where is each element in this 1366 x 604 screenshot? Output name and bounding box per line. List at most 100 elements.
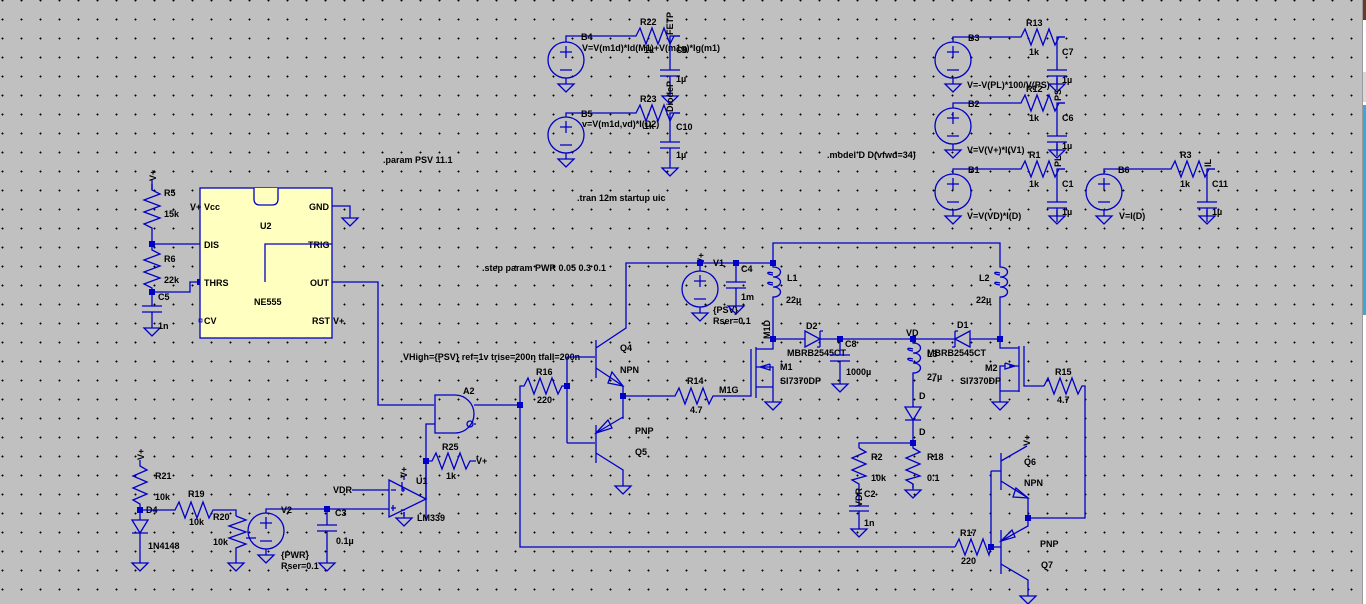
u1-comparator[interactable]: V+ U1 LM339 <box>388 467 445 527</box>
u2-ne555[interactable]: V+ Vcc DIS THRS CV GND TRIG OUT RST V+ U… <box>190 187 344 339</box>
c7-capacitor[interactable]: C7 1µ <box>1046 36 1074 93</box>
q4-label: Q4 <box>620 343 632 353</box>
r5-resistor[interactable]: V+ R5 15k <box>143 170 180 235</box>
c6-label: C6 <box>1062 113 1074 123</box>
q6-q7-base-wire <box>990 470 1001 547</box>
d1-value: MBRB2545CT <box>927 348 987 358</box>
u2-pin-out: OUT <box>310 278 330 288</box>
d4-diode[interactable]: 1N4148 <box>130 510 180 572</box>
m1-mosfet[interactable]: M1 SI7370DP <box>746 339 821 411</box>
c3-value: 0.1µ <box>336 536 354 546</box>
step-directive[interactable]: .step param PWR 0.05 0.3 0.1 <box>482 263 606 273</box>
v1-source[interactable]: V+ V1 {PSV} Rser=0.1 <box>681 253 773 326</box>
r2-resistor[interactable]: R2 10k VDR <box>850 447 887 507</box>
c1-value: 1µ <box>1062 207 1072 217</box>
r6-label: R6 <box>164 254 176 264</box>
window-edge-scrollbar[interactable] <box>1362 0 1366 604</box>
r3-resistor[interactable]: R3 1k <box>1164 150 1216 189</box>
out-wire <box>332 281 434 406</box>
c2-capacitor[interactable]: C2 1n <box>849 489 876 538</box>
r21-value: 10k <box>155 492 171 502</box>
q5-pnp[interactable]: PNP Q5 <box>593 416 654 495</box>
u2-rst-vplus-flag: V+ <box>333 316 344 326</box>
v2-value: {PWR} <box>281 550 309 560</box>
fetp-net-label: FETP <box>665 12 675 35</box>
l1-inductor[interactable]: L1 22µ M1D <box>762 262 801 339</box>
b3-source[interactable]: B3 V=-V(PL)*100/V(PS) <box>934 33 1050 93</box>
d-diode[interactable]: D <box>903 388 926 443</box>
u1-vdr-net-label: VDR <box>333 485 353 495</box>
c5-label: C5 <box>158 292 170 302</box>
a2-gate[interactable]: A2 <box>434 386 476 434</box>
model-directive[interactable]: .model D D(vfwd=34) <box>827 150 916 160</box>
r20-potentiometer[interactable]: R20 10k <box>213 512 256 572</box>
r12-value: 1k <box>1029 113 1040 123</box>
r23-resistor[interactable]: R23 1k <box>629 94 681 131</box>
u2-pin-cv: CV <box>204 316 217 326</box>
r14-resistor[interactable]: R14 4.7 M1G <box>623 376 746 415</box>
l3-inductor[interactable]: L3 27µ D <box>907 339 942 401</box>
l2-inductor[interactable]: L2 22µ <box>976 262 1009 339</box>
l3-label: L3 <box>927 349 938 359</box>
b5-label: B5 <box>581 109 593 119</box>
c5-capacitor[interactable]: C5 1n <box>142 292 170 337</box>
r16-resistor[interactable]: R16 220 <box>519 367 567 405</box>
c9-capacitor[interactable]: C9 1µ FETP <box>659 12 688 105</box>
gate-params-text[interactable]: VHigh={PSV} ref=1v trise=200n tfall=200n <box>403 352 580 362</box>
c9-label: C9 <box>676 45 688 55</box>
r22-resistor[interactable]: R22 1k <box>629 17 681 55</box>
r5-label: R5 <box>164 188 176 198</box>
r2-label: R2 <box>871 452 883 462</box>
q5-type: PNP <box>635 426 654 436</box>
m2-label: M2 <box>985 363 998 373</box>
c3-capacitor[interactable]: C3 0.1µ <box>317 508 354 572</box>
r6-resistor[interactable]: R6 22k <box>142 244 180 292</box>
v2-source[interactable]: V2 {PWR} Rser=0.1 <box>247 505 389 571</box>
b5-source[interactable]: B5 v=V(m1d,vd)*I(D2) <box>547 109 659 168</box>
q7-pnp[interactable]: PNP Q7 <box>998 518 1059 604</box>
b2-source[interactable]: B2 V=V(V+)*I(V1) <box>934 99 1025 159</box>
v1-label: V1 <box>713 258 724 268</box>
c11-capacitor[interactable]: C11 1µ IL <box>1196 158 1228 225</box>
b1-source[interactable]: B1 V=V(VD)*I(D) <box>934 165 1021 225</box>
param-directive[interactable]: .param PSV 11.1 <box>383 155 453 165</box>
b4-source[interactable]: B4 V=V(m1d)*Id(M1)+V(m1g)*Ig(m1) <box>547 32 720 93</box>
c4-capacitor[interactable]: C4 1m <box>726 263 754 315</box>
r23-label: R23 <box>640 94 657 104</box>
r15-resistor[interactable]: R15 4.7 <box>1030 367 1086 519</box>
tran-directive[interactable]: .tran 12m startup uic <box>577 193 666 203</box>
r16-value: 220 <box>537 395 552 405</box>
r18-resistor[interactable]: R18 0.1 <box>904 443 944 499</box>
v2-rser: Rser=0.1 <box>281 561 319 571</box>
vdr-net-label: VDR <box>854 487 864 507</box>
r25-vplus-flag: V+ <box>476 456 487 466</box>
c10-capacitor[interactable]: C10 1µ DiodeP <box>659 81 693 177</box>
r19-resistor[interactable]: R19 10k <box>140 489 237 527</box>
u2-pin-rst: RST <box>312 316 331 326</box>
c1-capacitor[interactable]: C1 1µ PL <box>1046 155 1074 225</box>
v1-value: {PSV} <box>713 305 739 315</box>
u1-value: LM339 <box>417 513 445 523</box>
r25-value: 1k <box>446 471 457 481</box>
edge-segment <box>1363 0 1366 20</box>
d2-value: MBRB2545CT <box>787 348 847 358</box>
q4-npn[interactable]: Q4 NPN <box>595 262 700 387</box>
b6-source[interactable]: B6 V=I(D) <box>1085 165 1165 225</box>
d2-diode[interactable]: D2 MBRB2545CT <box>773 321 913 358</box>
d-net-label-lower: D <box>919 427 926 437</box>
q6-npn[interactable]: V+ Q6 NPN <box>1000 435 1043 518</box>
r12-resistor[interactable]: R12 1k <box>1014 84 1066 123</box>
r21-resistor[interactable]: V+ R21 10k <box>131 449 172 510</box>
r1-resistor[interactable]: R1 1k <box>1014 150 1066 189</box>
u2-vplus-pin-flag: V+ <box>190 202 201 212</box>
r17-resistor[interactable]: R17 220 <box>954 528 992 566</box>
m2-mosfet[interactable]: M2 SI7370DP <box>960 339 1044 411</box>
d1-diode[interactable]: D1 MBRB2545CT <box>913 320 1000 358</box>
q6-vplus-flag: V+ <box>1022 435 1032 446</box>
r25-resistor[interactable]: V+ R25 1k <box>426 442 487 481</box>
r13-resistor[interactable]: R13 1k <box>1014 18 1066 57</box>
gnd-wire <box>332 205 351 212</box>
c8-capacitor[interactable]: C8 1000µ <box>830 339 871 393</box>
c6-capacitor[interactable]: C6 1µ PS <box>1046 89 1074 159</box>
